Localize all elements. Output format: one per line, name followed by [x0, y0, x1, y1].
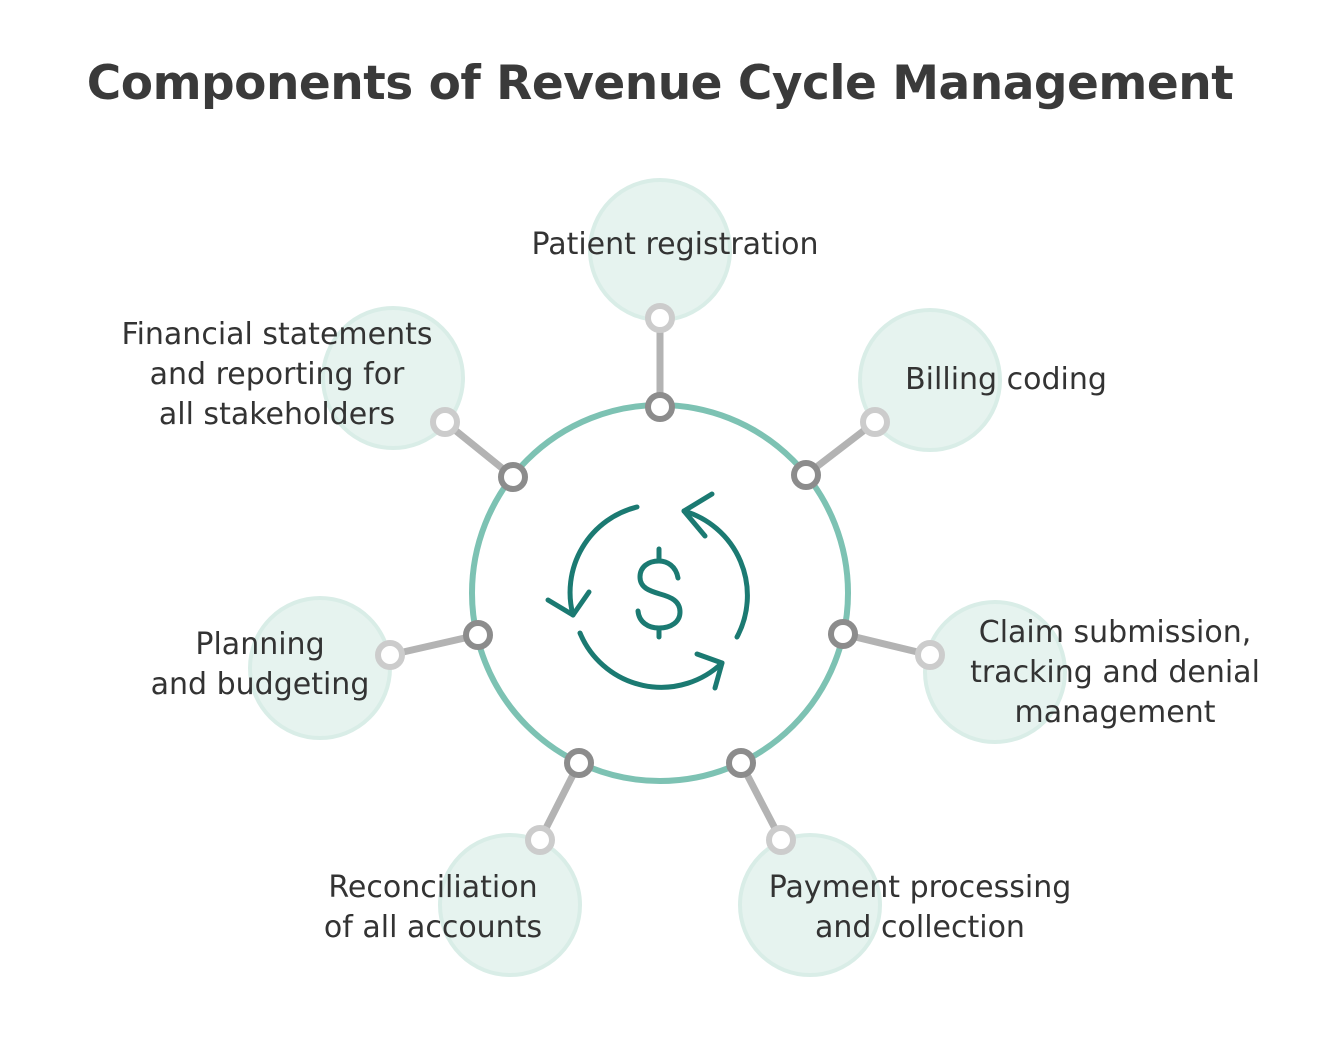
ring-node-financial-statements [498, 462, 528, 492]
bubble-billing-coding [858, 308, 1002, 452]
label-line: and reporting for [149, 357, 405, 392]
dollar-cycle-icon [545, 491, 750, 691]
label-line: Payment processing [768, 870, 1072, 905]
ring-node-layer [463, 392, 858, 778]
outer-node-payment-processing [766, 825, 796, 855]
label-line: and collection [815, 910, 1025, 945]
label-line: of all accounts [323, 910, 543, 945]
outer-node-billing-coding [860, 407, 890, 437]
outer-node-reconciliation [525, 825, 555, 855]
label-reconciliation: Reconciliation of all accounts [324, 868, 542, 948]
ring-node-patient-registration [645, 392, 675, 422]
label-billing-coding: Billing coding [905, 360, 1107, 400]
ring-node-claim-submission [828, 619, 858, 649]
label-line: Planning [195, 627, 325, 662]
bubble-claim-submission [923, 600, 1067, 744]
ring-node-payment-processing [726, 748, 756, 778]
page-title: Components of Revenue Cycle Management [86, 56, 1234, 111]
outer-node-claim-submission [915, 640, 945, 670]
outer-node-planning-budgeting [375, 640, 405, 670]
ring-node-planning-budgeting [463, 620, 493, 650]
bubble-layer [248, 178, 1067, 977]
bubble-financial-statements [321, 306, 465, 450]
outer-node-financial-statements [430, 407, 460, 437]
ring-node-reconciliation [564, 748, 594, 778]
outer-node-patient-registration [645, 303, 675, 333]
label-claim-submission: Claim submission, tracking and denial ma… [970, 613, 1260, 733]
label-line: Billing coding [905, 362, 1107, 397]
label-line: Financial statements [121, 317, 433, 352]
label-line: management [1014, 695, 1216, 730]
label-line: Patient registration [531, 227, 819, 262]
bubble-payment-processing [738, 833, 882, 977]
label-line: all stakeholders [158, 397, 396, 432]
ring-node-billing-coding [791, 460, 821, 490]
label-line: Claim submission, [978, 615, 1252, 650]
bubble-reconciliation [438, 833, 582, 977]
label-patient-registration: Patient registration [531, 225, 818, 265]
label-line: and budgeting [150, 667, 370, 702]
connector-planning-budgeting [386, 631, 482, 659]
label-payment-processing: Payment processing and collection [769, 868, 1072, 948]
label-planning-budgeting: Planning and budgeting [151, 625, 370, 705]
label-financial-statements: Financial statements and reporting for a… [122, 315, 433, 435]
label-line: Reconciliation [328, 870, 538, 905]
label-line: tracking and denial [970, 655, 1260, 690]
outer-node-layer [375, 303, 945, 855]
